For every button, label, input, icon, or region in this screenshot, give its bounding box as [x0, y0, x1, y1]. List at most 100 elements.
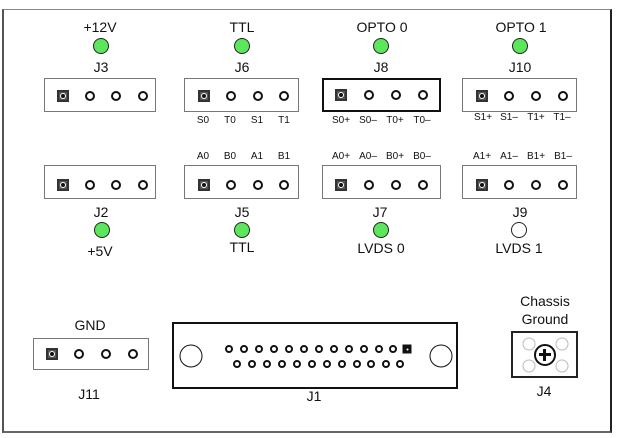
pin-icon [531, 91, 541, 101]
pin-icon [418, 180, 428, 190]
j10-header[interactable] [462, 78, 577, 112]
pin-icon [418, 90, 428, 100]
j7-led-icon [373, 222, 389, 238]
pin-1-icon [57, 179, 69, 191]
pin-icon [85, 180, 95, 190]
pin-label: S1– [500, 112, 518, 123]
pin-icon [531, 180, 541, 190]
pin-icon [138, 180, 148, 190]
j3-label: J3 [93, 59, 109, 75]
pin-label: T0+ [386, 115, 404, 126]
connector-panel [2, 9, 612, 433]
j9-header[interactable] [462, 165, 577, 199]
j4-title-line2: Ground [521, 311, 569, 327]
db-pin-icon [353, 360, 361, 368]
j9-label: J9 [512, 204, 528, 220]
j7-header[interactable] [322, 165, 441, 199]
pin-icon [364, 90, 374, 100]
pin-icon [111, 180, 121, 190]
j8-label: J8 [373, 59, 389, 75]
pin-icon [279, 180, 289, 190]
pin-icon [226, 180, 236, 190]
j5-header[interactable] [184, 165, 299, 199]
db-pin-icon [285, 345, 293, 353]
pin-icon [85, 91, 95, 101]
pin-label: T1– [553, 112, 571, 123]
pin-label: B0– [413, 151, 431, 162]
pin-label: S0– [359, 115, 377, 126]
db-pin-1-icon [402, 344, 412, 354]
pin-icon [504, 180, 514, 190]
pin-label: A0– [359, 151, 377, 162]
j5-led-icon [234, 222, 250, 238]
pin-label: S0 [196, 115, 210, 126]
mounting-hole-icon [179, 344, 203, 368]
j4-chassis-ground-terminal[interactable] [511, 331, 578, 378]
j1-db25-connector[interactable] [172, 322, 458, 389]
db-pin-icon [240, 345, 248, 353]
j6-label: J6 [234, 59, 250, 75]
pin-label: A0+ [331, 151, 351, 162]
pin-icon [253, 180, 263, 190]
pin-icon [558, 180, 568, 190]
pin-1-icon [335, 179, 347, 191]
mounting-hole-icon [429, 344, 453, 368]
screw-terminal-icon [533, 343, 556, 366]
pin-label: T1+ [527, 112, 545, 123]
pin-icon [279, 91, 289, 101]
j11-title: GND [74, 317, 106, 333]
j8-header[interactable] [322, 78, 441, 112]
db-pin-icon [338, 360, 346, 368]
pin-1-icon [476, 179, 488, 191]
pin-icon [364, 180, 374, 190]
pin-icon [111, 91, 121, 101]
pin-icon [226, 91, 236, 101]
j3-led-icon [93, 38, 109, 54]
db-pin-icon [315, 345, 323, 353]
ghost-hole-icon [522, 359, 536, 373]
db-pin-icon [389, 345, 397, 353]
j6-led-icon [234, 38, 250, 54]
pin-label: B1+ [526, 151, 546, 162]
pin-icon [558, 91, 568, 101]
pin-icon [74, 349, 84, 359]
pin-icon [101, 349, 111, 359]
j3-header[interactable] [44, 78, 156, 112]
j8-title: OPTO 0 [356, 19, 408, 35]
pin-icon [391, 90, 401, 100]
j8-led-icon [373, 38, 389, 54]
pin-1-icon [476, 90, 488, 102]
db-pin-icon [375, 345, 383, 353]
j10-led-icon [512, 38, 528, 54]
j11-header[interactable] [33, 338, 149, 370]
db-pin-icon [233, 360, 241, 368]
db-pin-icon [248, 360, 256, 368]
pin-label: B0+ [385, 151, 405, 162]
j5-title: TTL [229, 239, 255, 255]
ghost-hole-icon [522, 337, 536, 351]
j9-led-icon [511, 222, 527, 238]
j2-label: J2 [93, 204, 109, 220]
pin-label: T0 [224, 115, 236, 126]
j11-label: J11 [78, 386, 100, 402]
j6-header[interactable] [184, 78, 299, 112]
ghost-hole-icon [555, 337, 569, 351]
j2-led-icon [94, 222, 110, 238]
j5-label: J5 [234, 204, 250, 220]
pin-icon [391, 180, 401, 190]
pin-icon [504, 91, 514, 101]
j3-title: +12V [83, 19, 117, 35]
pin-label: S1 [250, 115, 264, 126]
pin-label: A0 [196, 151, 210, 162]
j10-label: J10 [508, 59, 532, 75]
db-pin-icon [225, 345, 233, 353]
db-pin-icon [255, 345, 263, 353]
pin-label: A1+ [472, 151, 492, 162]
db-pin-icon [382, 360, 390, 368]
db-pin-icon [367, 360, 375, 368]
pin-icon [128, 349, 138, 359]
j2-header[interactable] [44, 165, 156, 199]
j2-title: +5V [87, 243, 113, 259]
pin-label: S0+ [331, 115, 351, 126]
pin-label: T1 [278, 115, 290, 126]
